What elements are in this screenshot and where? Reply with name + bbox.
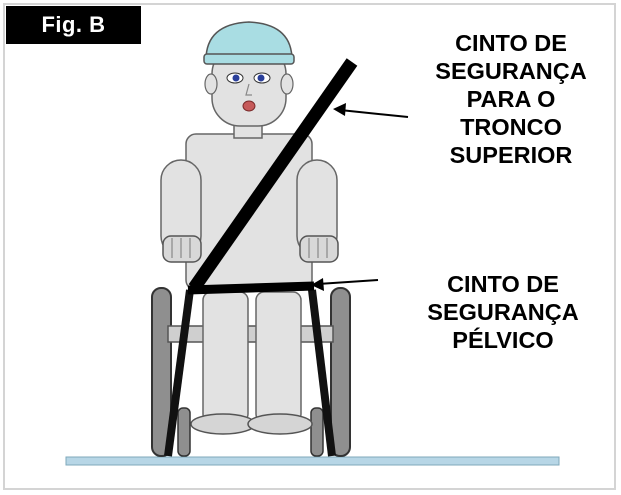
upper-label-line-3: PARA O <box>466 86 556 112</box>
lap-belt-arrow-head <box>311 278 324 291</box>
upper-label-line-2: SEGURANÇA <box>435 58 587 84</box>
lap-belt <box>187 281 315 295</box>
nose <box>245 83 252 96</box>
left-pupil <box>232 74 240 82</box>
left-hand <box>162 235 202 263</box>
mouth <box>242 100 256 112</box>
lap-label-line-1: CINTO DE <box>447 271 559 297</box>
lap-belt-arrow-shaft <box>317 279 379 285</box>
right-hand <box>299 235 339 263</box>
right-foot <box>247 413 313 435</box>
upper-label-line-4: TRONCO <box>460 114 562 140</box>
left-leg <box>202 291 249 423</box>
lap-label-line-2: SEGURANÇA <box>427 299 579 325</box>
right-ear <box>280 73 294 95</box>
upper-label-line-5: SUPERIOR <box>449 142 573 168</box>
upper-torso-belt-label: CINTO DE SEGURANÇA PARA O TRONCO SUPERIO… <box>415 29 607 169</box>
lap-label-line-3: PÉLVICO <box>452 327 554 353</box>
lap-belt-label: CINTO DE SEGURANÇA PÉLVICO <box>405 270 601 354</box>
right-leg <box>255 291 302 423</box>
right-front-caster <box>310 407 324 457</box>
left-hand-fingers <box>171 238 191 258</box>
upper-belt-arrow-head <box>333 103 346 116</box>
floor <box>65 456 560 466</box>
left-front-caster <box>177 407 191 457</box>
left-frame-tube <box>164 289 194 457</box>
right-rear-wheel <box>330 287 351 457</box>
cap <box>205 21 293 61</box>
upper-label-line-1: CINTO DE <box>455 30 567 56</box>
left-foot <box>190 413 256 435</box>
cap-brim <box>203 53 295 65</box>
left-ear <box>204 73 218 95</box>
upper-torso-belt <box>188 58 358 292</box>
upper-belt-arrow-shaft <box>339 109 409 118</box>
figure-label: Fig. B <box>6 6 141 44</box>
seat-crossbar <box>167 325 334 343</box>
right-pupil <box>257 74 265 82</box>
right-frame-tube <box>308 289 336 457</box>
right-hand-fingers <box>308 238 328 258</box>
left-rear-wheel <box>151 287 172 457</box>
